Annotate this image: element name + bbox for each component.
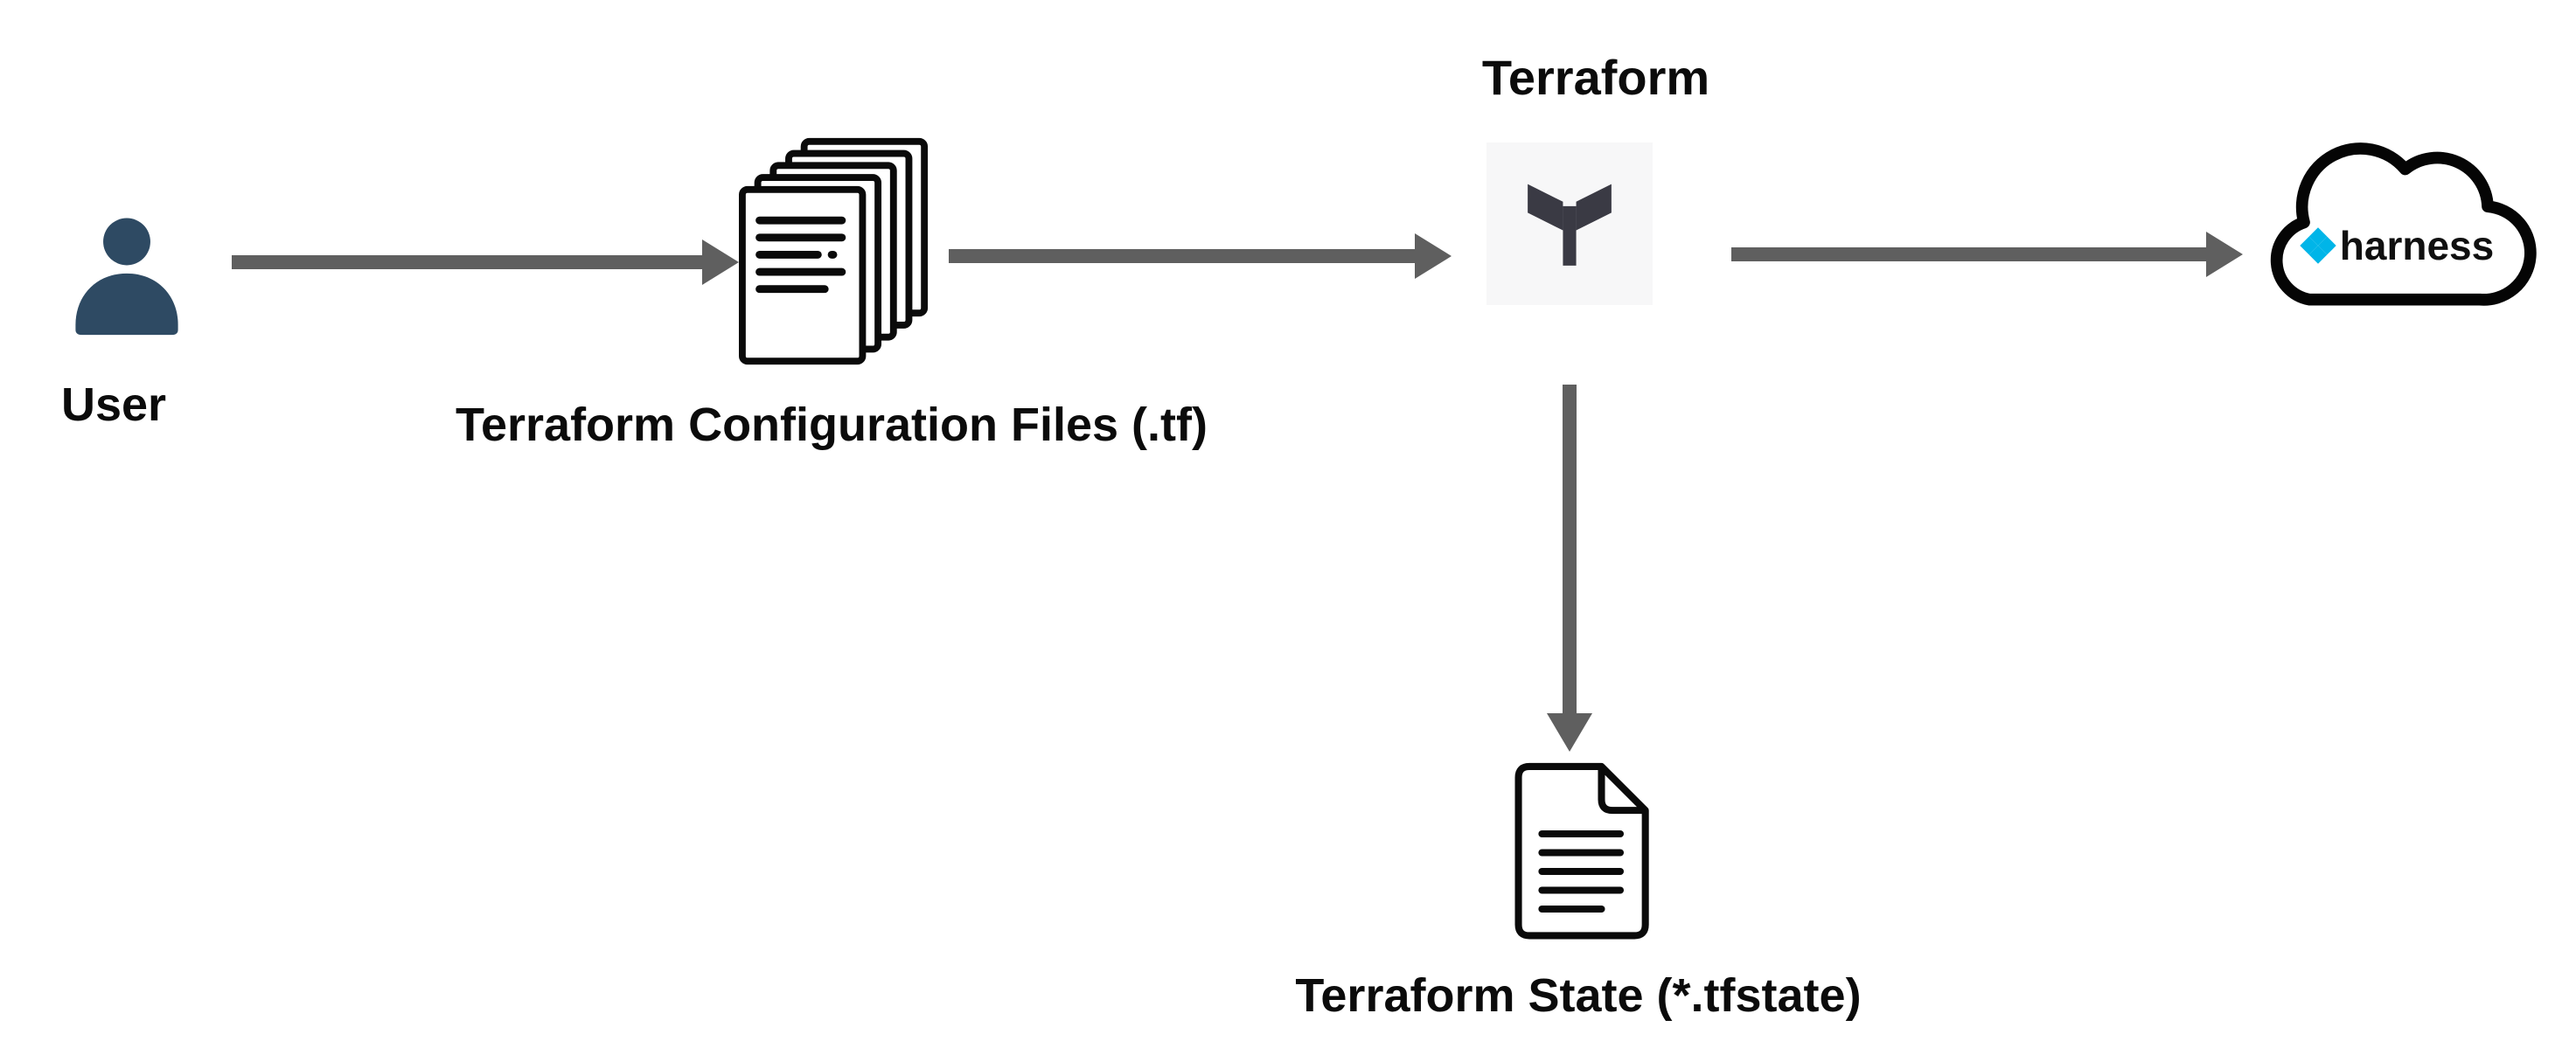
arrow-user-to-config-files [232, 239, 739, 285]
arrow-head-icon [1547, 713, 1592, 752]
arrow-shaft [1731, 247, 2208, 261]
node-state-file [1504, 759, 1661, 947]
arrow-config-files-to-terraform [949, 233, 1452, 279]
config-files-label: Terraform Configuration Files (.tf) [456, 399, 1208, 451]
arrow-shaft [232, 255, 704, 269]
state-file-label: Terraform State (*.tfstate) [1295, 969, 1862, 1022]
arrow-terraform-to-state [1547, 385, 1592, 752]
harness-logo: harness [2243, 222, 2549, 269]
node-config-files [739, 135, 931, 367]
terraform-label: Terraform [1481, 50, 1710, 105]
node-harness: harness [2243, 112, 2549, 341]
harness-wordmark-text: harness [2339, 223, 2495, 268]
person-icon [75, 218, 178, 336]
terraform-logo [1528, 184, 1612, 266]
node-terraform [1486, 142, 1653, 305]
harness-mark-icon [2300, 227, 2336, 264]
arrow-head-icon [702, 239, 739, 285]
document-icon [1514, 762, 1649, 940]
user-label: User [60, 378, 167, 431]
arrow-terraform-to-harness [1731, 232, 2243, 277]
document-stack-icon [739, 137, 929, 365]
arrow-head-icon [2206, 232, 2243, 277]
arrow-shaft [1563, 385, 1577, 715]
arrow-head-icon [1415, 233, 1452, 279]
arrow-shaft [949, 249, 1417, 263]
cloud-icon [2270, 142, 2537, 306]
node-user [61, 175, 192, 380]
